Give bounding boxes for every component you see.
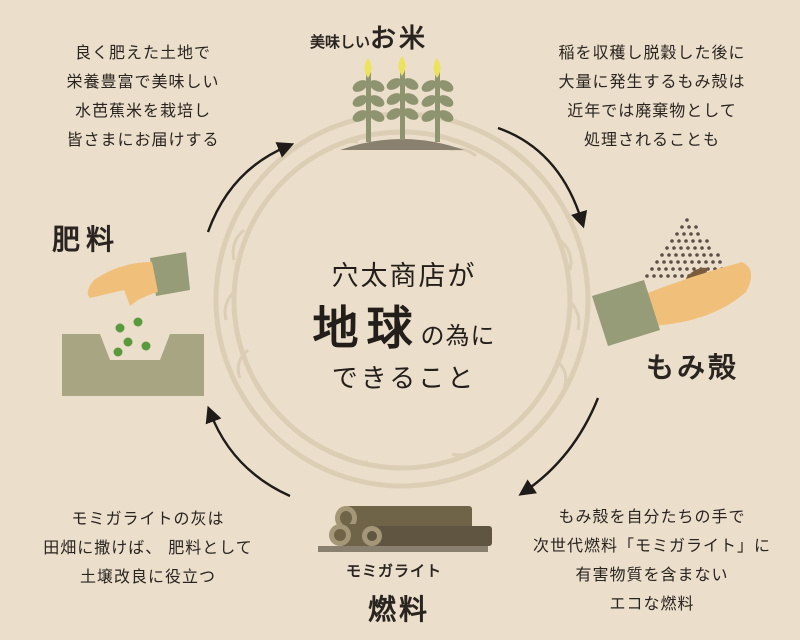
husk-dot	[669, 260, 673, 264]
fertilizer-desc-line: 田畑に撒けば、 肥料として	[12, 533, 284, 562]
husk-dot	[664, 267, 668, 271]
husk-dot	[684, 239, 688, 243]
soil-mound	[340, 139, 464, 150]
fertilizer-desc-line: 土壌改良に役立つ	[12, 562, 284, 591]
husk-dot	[655, 260, 659, 264]
arrow-fuel-to-fertilizer	[210, 412, 290, 496]
husk-dot	[659, 274, 663, 278]
husk-dot	[666, 274, 670, 278]
husk-dot	[665, 246, 669, 250]
husk-dot	[697, 260, 701, 264]
husk-dot	[672, 246, 676, 250]
husk-dot	[696, 232, 700, 236]
fertilizer-description: モミガライトの灰は 田畑に撒けば、 肥料として 土壌改良に役立つ	[12, 504, 284, 591]
seeds	[114, 318, 151, 357]
husk-dot	[693, 246, 697, 250]
fuel-desc-line: エコな燃料	[512, 589, 792, 618]
husk-dot	[695, 253, 699, 257]
husk-dot	[676, 260, 680, 264]
arrow-husk-to-fuel	[524, 398, 598, 492]
husk-dot	[670, 239, 674, 243]
rice-desc-line: 皆さまにお届けする	[16, 125, 270, 154]
husk-dot	[698, 239, 702, 243]
husk-dot	[718, 260, 722, 264]
husk-dot	[682, 232, 686, 236]
rice-stalk-1	[351, 58, 387, 142]
rice-title: お米	[370, 24, 428, 54]
husk-dot	[689, 232, 693, 236]
husk-dot	[686, 246, 690, 250]
husk-dot	[716, 253, 720, 257]
center-line-3: できること	[300, 358, 508, 395]
husk-dot	[650, 267, 654, 271]
husk-dot	[657, 267, 661, 271]
rice-desc-line: 栄養豊富で美味しい	[16, 67, 270, 96]
rice-stalk-2	[385, 56, 421, 140]
fertilizer-icon	[62, 252, 204, 396]
husk-dot	[680, 274, 684, 278]
husk-dot	[679, 246, 683, 250]
husk-dot	[667, 253, 671, 257]
center-line-1: 穴太商店が	[300, 254, 508, 293]
rice-prefix: 美味しい	[310, 33, 370, 51]
husk-dot	[671, 267, 675, 271]
fertilizer-title: 肥料	[52, 218, 120, 258]
fuel-desc-line: 次世代燃料「モミガライト」に	[512, 531, 792, 560]
rice-label: 美味しいお米	[310, 18, 428, 55]
husk-desc-line: 大量に発生するもみ殻は	[520, 67, 784, 96]
rice-description: 良く肥えた土地で 栄養豊富で美味しい 水芭蕉米を栽培し 皆さまにお届けする	[16, 38, 270, 154]
rice-desc-line: 水芭蕉米を栽培し	[16, 96, 270, 125]
fuel-prefix: モミガライト	[346, 560, 442, 581]
rice-desc-line: 良く肥えた土地で	[16, 38, 270, 67]
center-line-2: 地球の為に	[290, 292, 518, 358]
husk-dot	[711, 260, 715, 264]
fuel-desc-line: もみ殻を自分たちの手で	[512, 502, 792, 531]
husk-dot	[678, 267, 682, 271]
husk-dot	[709, 253, 713, 257]
husk-dot	[675, 232, 679, 236]
husk-dot	[681, 253, 685, 257]
husk-dot	[660, 253, 664, 257]
hand-sleeve	[592, 280, 660, 346]
husk-hand-icon	[592, 218, 751, 346]
husk-title: もみ殻	[646, 346, 739, 386]
fuel-desc-line: 有害物質を含まない	[512, 560, 792, 589]
husk-dot	[680, 225, 684, 229]
fertilizer-box	[62, 334, 204, 396]
husk-dot	[645, 274, 649, 278]
husk-dot	[702, 253, 706, 257]
fertilizer-hand	[88, 262, 158, 306]
husk-dot	[662, 260, 666, 264]
husk-dot	[685, 218, 689, 222]
husk-dot	[687, 225, 691, 229]
center-big-text: 地球	[313, 301, 421, 355]
logs-icon	[318, 506, 492, 552]
husk-dot	[690, 260, 694, 264]
husk-description: 稲を収穫し脱穀した後に 大量に発生するもみ殻は 近年では廃棄物として 処理される…	[520, 38, 784, 154]
fuel-title: 燃料	[368, 588, 430, 628]
husk-dot	[674, 253, 678, 257]
husk-desc-line: 近年では廃棄物として	[520, 96, 784, 125]
husk-dot	[673, 274, 677, 278]
rice-stalk-3	[420, 58, 456, 142]
husk-dot	[677, 239, 681, 243]
husk-dot	[685, 267, 689, 271]
husk-dot	[683, 260, 687, 264]
husk-dot	[704, 260, 708, 264]
husk-dot	[700, 246, 704, 250]
husk-dot	[688, 253, 692, 257]
fertilizer-desc-line: モミガライトの灰は	[12, 504, 284, 533]
husk-desc-line: 処理されることも	[520, 125, 784, 154]
fuel-description: もみ殻を自分たちの手で 次世代燃料「モミガライト」に 有害物質を含まない エコな…	[512, 502, 792, 618]
husk-dot	[694, 225, 698, 229]
center-small-text: の為に	[421, 322, 496, 350]
husk-dot	[707, 246, 711, 250]
husk-desc-line: 稲を収穫し脱穀した後に	[520, 38, 784, 67]
husk-dot	[705, 239, 709, 243]
husk-dot	[691, 239, 695, 243]
husk-dot	[652, 274, 656, 278]
